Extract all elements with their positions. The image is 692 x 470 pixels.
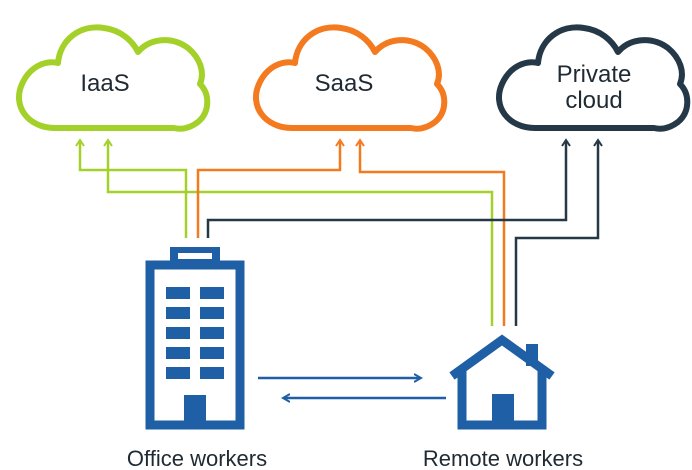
- office-to-iaas-line: [75, 138, 188, 238]
- iaas-label: IaaS: [80, 70, 129, 97]
- office-to-private-line: [206, 138, 571, 238]
- private-label-line2: cloud: [565, 87, 622, 114]
- private-cloud: Private cloud: [496, 24, 691, 132]
- remote-to-saas-line: [355, 138, 506, 326]
- saas-label: SaaS: [315, 70, 374, 97]
- saas-cloud-icon: [253, 24, 448, 132]
- iaas-cloud: IaaS: [16, 24, 211, 132]
- remote-to-private-line: [514, 138, 603, 326]
- remote-workers-label: Remote workers: [423, 446, 583, 470]
- saas-cloud: SaaS: [253, 24, 448, 132]
- office-building-icon: [145, 247, 245, 430]
- private-cloud-icon: [496, 24, 691, 132]
- office-workers-label: Office workers: [127, 446, 267, 470]
- private-label-line1: Private: [557, 61, 632, 88]
- house-icon: [449, 334, 555, 430]
- office-to-saas-line: [196, 138, 345, 238]
- remote-to-iaas-line: [103, 138, 494, 326]
- iaas-cloud-icon: [16, 24, 211, 132]
